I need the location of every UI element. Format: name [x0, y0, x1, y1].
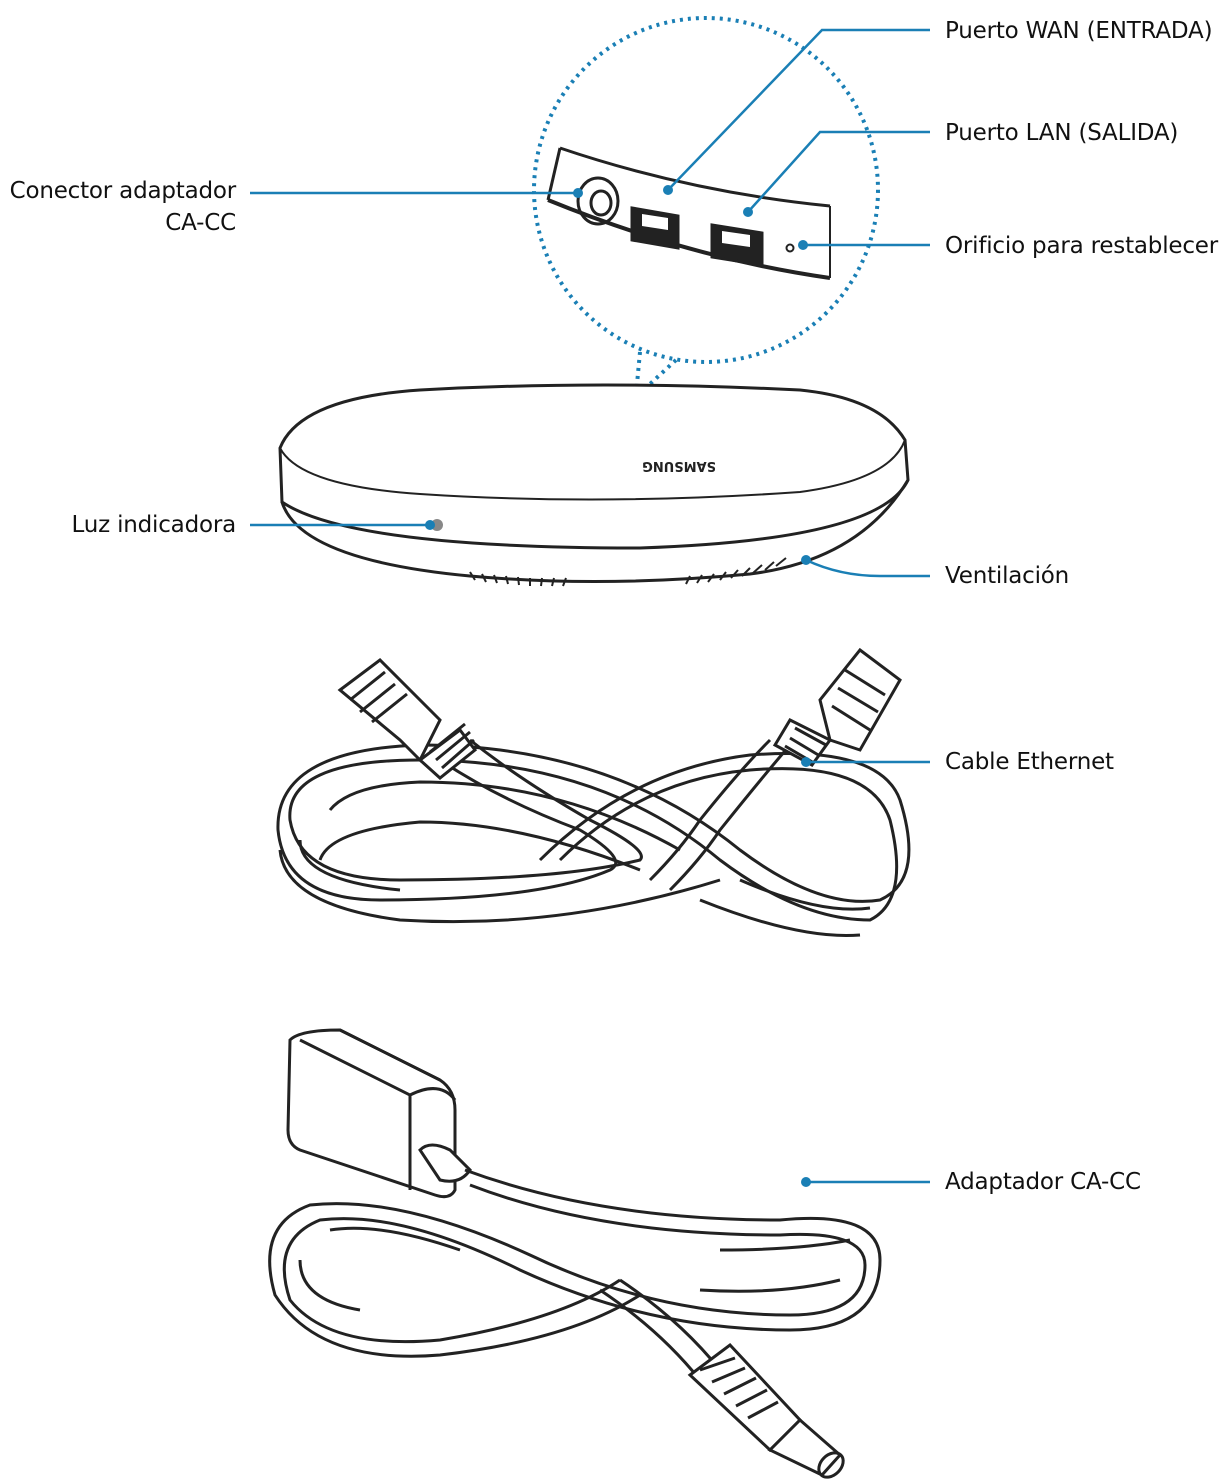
label-indicator-light: Luz indicadora [71, 512, 237, 538]
label-lan-port: Puerto LAN (SALIDA) [945, 120, 1179, 146]
ethernet-cable-coil [276, 647, 911, 938]
label-ac-dc-adapter: Adaptador CA-CC [945, 1169, 1141, 1195]
zoom-callout-circle [532, 16, 880, 386]
callout-dots [425, 185, 811, 1187]
label-reset-hole: Orificio para restablecer [945, 233, 1218, 259]
port-panel-closeup [546, 146, 831, 280]
label-ethernet-cable: Cable Ethernet [945, 749, 1114, 775]
brand-logo: SAMSUNG [642, 458, 716, 473]
label-dc-connector-line1: Conector adaptador [9, 178, 237, 204]
label-wan-port: Puerto WAN (ENTRADA) [945, 18, 1213, 44]
ac-dc-adapter-drawing [268, 1028, 882, 1479]
label-dc-connector-line2: CA-CC [165, 210, 236, 236]
router-device: SAMSUNG [278, 383, 910, 587]
label-ventilation: Ventilación [945, 563, 1070, 589]
callout-lines [250, 28, 930, 1184]
